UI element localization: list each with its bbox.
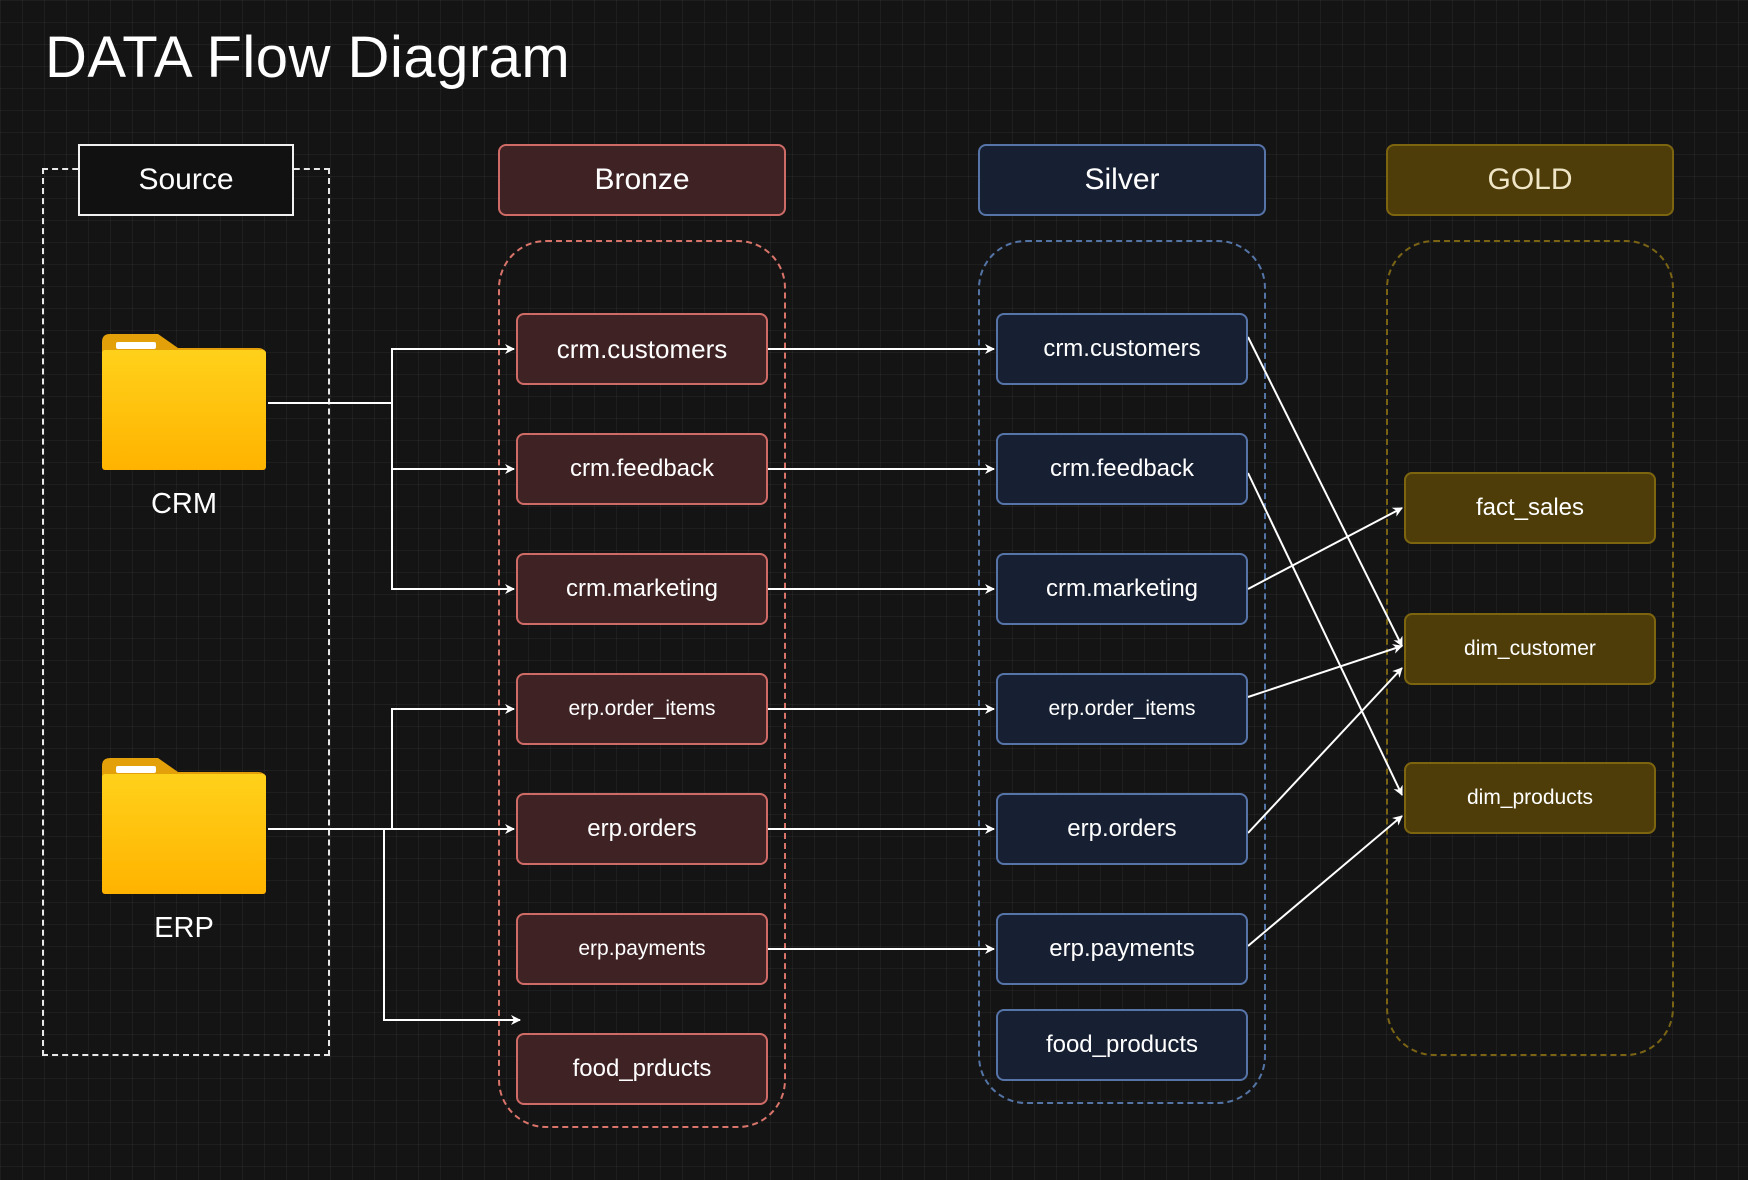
gold-dim-customer[interactable]: dim_customer xyxy=(1404,613,1656,685)
silver-erp-order-items[interactable]: erp.order_items xyxy=(996,673,1248,745)
silver-food-products[interactable]: food_products xyxy=(996,1009,1248,1081)
bronze-crm-customers[interactable]: crm.customers xyxy=(516,313,768,385)
source-header[interactable]: Source xyxy=(78,144,294,216)
erp-folder-icon[interactable] xyxy=(102,758,266,894)
arrow-orders-to-dim-customer xyxy=(1247,667,1403,834)
arrow-crm-to-bronze-customers xyxy=(268,344,515,404)
silver-group-frame xyxy=(978,240,1266,1104)
arrow-erp-to-food-products xyxy=(383,829,521,1025)
arrow-order-items-to-dim-customer xyxy=(1247,644,1403,698)
silver-crm-customers[interactable]: crm.customers xyxy=(996,313,1248,385)
gold-fact-sales[interactable]: fact_sales xyxy=(1404,472,1656,544)
bronze-group-frame xyxy=(498,240,786,1128)
bronze-erp-payments[interactable]: erp.payments xyxy=(516,913,768,985)
silver-header[interactable]: Silver xyxy=(978,144,1266,216)
arrow-payments-to-dim-products xyxy=(1247,815,1403,947)
arrow-customers-to-dim-customer xyxy=(1247,336,1403,647)
arrow-crm-to-bronze-feedback xyxy=(391,403,515,474)
bronze-erp-orders[interactable]: erp.orders xyxy=(516,793,768,865)
silver-erp-orders[interactable]: erp.orders xyxy=(996,793,1248,865)
arrow-crm-to-bronze-marketing xyxy=(391,469,515,594)
gold-dim-products[interactable]: dim_products xyxy=(1404,762,1656,834)
page-title: DATA Flow Diagram xyxy=(45,25,571,90)
bronze-crm-marketing[interactable]: crm.marketing xyxy=(516,553,768,625)
bronze-header[interactable]: Bronze xyxy=(498,144,786,216)
bronze-crm-feedback[interactable]: crm.feedback xyxy=(516,433,768,505)
gold-header[interactable]: GOLD xyxy=(1386,144,1674,216)
arrow-erp-to-bronze-order-items xyxy=(391,704,515,829)
erp-label: ERP xyxy=(154,912,214,944)
arrow-feedback-to-dim-products xyxy=(1247,472,1403,796)
arrow-marketing-to-fact-sales xyxy=(1247,507,1403,590)
crm-label: CRM xyxy=(150,488,218,520)
bronze-food-prducts[interactable]: food_prducts xyxy=(516,1033,768,1105)
gold-group-frame xyxy=(1386,240,1674,1056)
silver-erp-payments[interactable]: erp.payments xyxy=(996,913,1248,985)
silver-crm-feedback[interactable]: crm.feedback xyxy=(996,433,1248,505)
bronze-erp-order-items[interactable]: erp.order_items xyxy=(516,673,768,745)
crm-folder-icon[interactable] xyxy=(102,334,266,470)
silver-crm-marketing[interactable]: crm.marketing xyxy=(996,553,1248,625)
